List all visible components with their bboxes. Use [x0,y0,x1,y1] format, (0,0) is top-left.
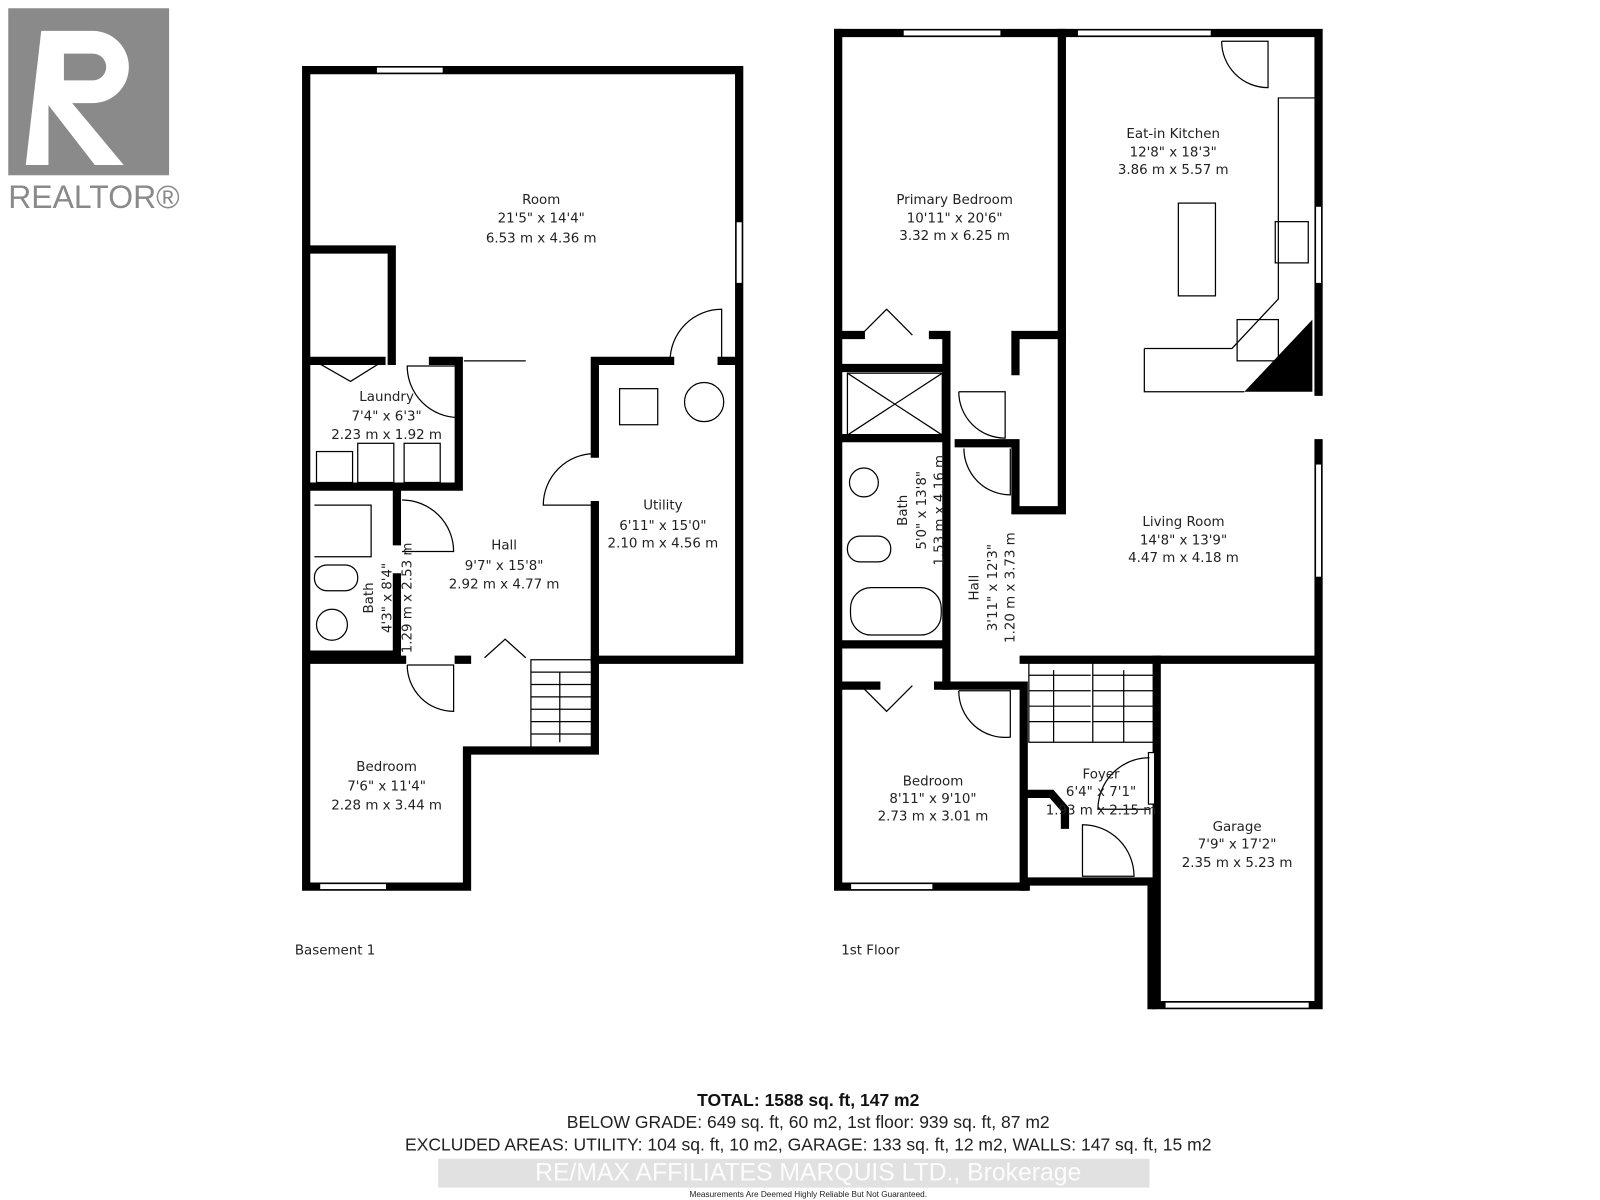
realtor-r-icon [25,30,129,165]
svg-text:7'9" x 17'2": 7'9" x 17'2" [1198,837,1277,852]
room-label-utility: Utility 6'11" x 15'0" 2.10 m x 4.56 m [608,498,719,551]
svg-text:9'7" x 15'8": 9'7" x 15'8" [465,559,544,574]
svg-text:2.35 m x 5.23 m: 2.35 m x 5.23 m [1182,856,1293,871]
svg-text:Bath: Bath [362,582,377,613]
room-label-first-bath: Bath 5'0" x 13'8" 1.53 m x 4.16 m [896,455,947,566]
svg-text:4.47 m x 4.18 m: 4.47 m x 4.18 m [1128,551,1239,566]
room-label-room: Room 21'5" x 14'4" 6.53 m x 4.36 m [486,193,597,246]
watermark-text: RE/MAX AFFILIATES MARQUIS LTD., Brokerag… [535,1159,1081,1186]
watermark-band [438,1158,1150,1188]
svg-text:Bedroom: Bedroom [903,775,964,790]
room-label-basement-bath: Bath 4'3" x 8'4" 1.29 m x 2.53 m [362,543,415,654]
svg-text:1.93 m x 2.15 m: 1.93 m x 2.15 m [1046,803,1157,818]
svg-text:2.28 m x 3.44 m: 2.28 m x 3.44 m [331,798,442,813]
svg-text:1.53 m x 4.16 m: 1.53 m x 4.16 m [932,455,947,566]
svg-text:Primary Bedroom: Primary Bedroom [896,193,1013,208]
room-label-laundry: Laundry 7'4" x 6'3" 2.23 m x 1.92 m [331,390,442,443]
svg-text:3.86 m x 5.57 m: 3.86 m x 5.57 m [1118,163,1229,178]
svg-text:Hall: Hall [967,575,982,601]
room-label-hall: Hall 9'7" x 15'8" 2.92 m x 4.77 m [449,538,560,592]
svg-text:7'4" x 6'3": 7'4" x 6'3" [351,410,421,425]
room-label-first-bedroom: Bedroom 8'11" x 9'10" 2.73 m x 3.01 m [878,775,989,825]
summary-excluded: EXCLUDED AREAS: UTILITY: 104 sq. ft, 10 … [405,1135,1211,1155]
svg-text:7'6" x 11'4": 7'6" x 11'4" [347,780,426,795]
room-label-kitchen: Eat-in Kitchen 12'8" x 18'3" 3.86 m x 5.… [1118,127,1229,178]
svg-text:14'8" x 13'9": 14'8" x 13'9" [1140,533,1227,548]
svg-text:Living Room: Living Room [1142,515,1224,530]
summary-total: TOTAL: 1588 sq. ft, 147 m2 [697,1090,920,1110]
svg-text:10'11" x 20'6": 10'11" x 20'6" [907,212,1003,227]
svg-text:Bath: Bath [896,495,911,526]
svg-text:Garage: Garage [1213,820,1262,835]
svg-text:Laundry: Laundry [359,390,414,405]
first-floor-plan [834,28,1323,1010]
room-label-first-hall: Hall 3'11" x 12'3" 1.20 m x 3.73 m [967,532,1018,643]
svg-text:2.23 m x 1.92 m: 2.23 m x 1.92 m [331,428,442,443]
svg-text:3'11" x 12'3": 3'11" x 12'3" [986,544,1001,631]
svg-text:21'5" x 14'4": 21'5" x 14'4" [498,212,585,227]
svg-text:12'8" x 18'3": 12'8" x 18'3" [1130,146,1217,161]
room-label-primary-bedroom: Primary Bedroom 10'11" x 20'6" 3.32 m x … [896,193,1013,244]
svg-text:8'11" x 9'10": 8'11" x 9'10" [889,792,976,807]
svg-text:3.32 m x 6.25 m: 3.32 m x 6.25 m [899,229,1010,244]
svg-text:1.20 m x 3.73 m: 1.20 m x 3.73 m [1003,532,1018,643]
svg-text:2.73 m x 3.01 m: 2.73 m x 3.01 m [878,810,989,825]
svg-text:4'3" x 8'4": 4'3" x 8'4" [381,563,396,633]
svg-text:1.29 m x 2.53 m: 1.29 m x 2.53 m [400,543,415,654]
room-label-garage: Garage 7'9" x 17'2" 2.35 m x 5.23 m [1182,820,1293,871]
summary-below-grade: BELOW GRADE: 649 sq. ft, 60 m2, 1st floo… [567,1112,1050,1132]
svg-text:6'4" x 7'1": 6'4" x 7'1" [1066,785,1136,800]
realtor-logo: REALTOR® [8,8,180,215]
floor-label-basement: Basement 1 [295,944,375,959]
svg-text:Hall: Hall [491,538,517,553]
room-label-basement-bedroom: Bedroom 7'6" x 11'4" 2.28 m x 3.44 m [331,760,442,813]
disclaimer: Measurements Are Deemed Highly Reliable … [689,1190,927,1199]
svg-text:Utility: Utility [643,498,682,513]
room-label-foyer: Foyer 6'4" x 7'1" 1.93 m x 2.15 m [1046,767,1157,818]
room-label-living-room: Living Room 14'8" x 13'9" 4.47 m x 4.18 … [1128,515,1239,566]
basement-plan [302,65,744,891]
svg-text:6'11" x 15'0": 6'11" x 15'0" [619,519,706,534]
svg-text:2.10 m x 4.56 m: 2.10 m x 4.56 m [608,536,719,551]
svg-text:Bedroom: Bedroom [356,760,417,775]
floor-label-first-floor: 1st Floor [841,944,900,959]
svg-text:Foyer: Foyer [1082,767,1120,782]
svg-text:Room: Room [522,193,560,208]
svg-text:Eat-in Kitchen: Eat-in Kitchen [1126,127,1220,142]
realtor-logo-text: REALTOR® [8,179,180,215]
svg-text:2.92 m x 4.77 m: 2.92 m x 4.77 m [449,578,560,593]
svg-text:5'0" x 13'8": 5'0" x 13'8" [915,471,930,550]
svg-text:6.53 m x 4.36 m: 6.53 m x 4.36 m [486,231,597,246]
